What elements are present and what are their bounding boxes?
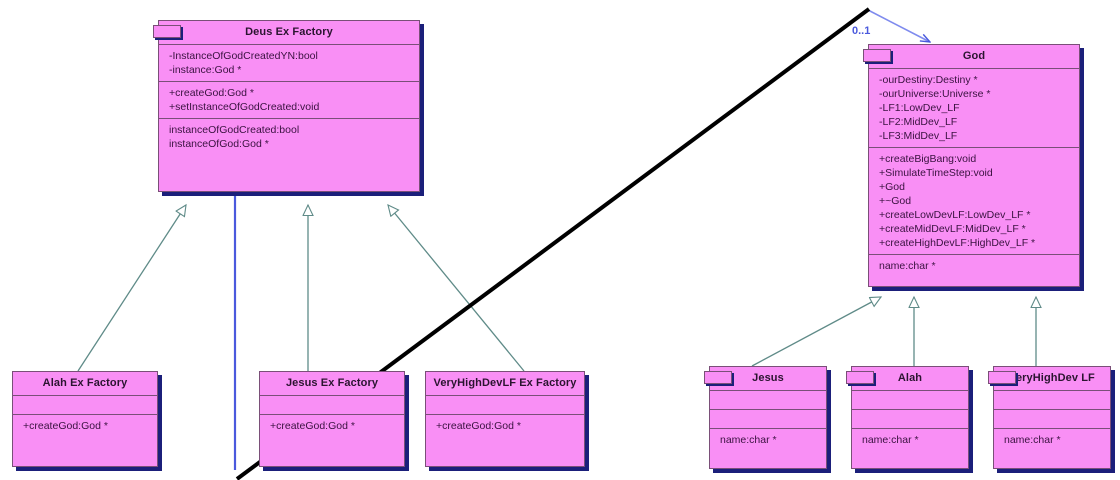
class-box-alah[interactable]: Alah name:char * bbox=[846, 366, 969, 469]
class-title-alah: Alah bbox=[852, 367, 968, 391]
member-item: -LF1:LowDev_LF bbox=[879, 102, 960, 114]
member-item: -LF2:MidDev_LF bbox=[879, 116, 958, 128]
attributes-compartment bbox=[994, 391, 1110, 410]
member-item: +createGod:God * bbox=[270, 420, 355, 432]
extra-compartment: name:char * bbox=[994, 429, 1110, 451]
attributes-compartment bbox=[426, 396, 584, 415]
member-item: +createLowDevLF:LowDev_LF * bbox=[879, 209, 1031, 221]
member-item: -ourDestiny:Destiny * bbox=[879, 74, 978, 86]
class-tab-icon bbox=[863, 49, 891, 62]
class-tab-icon bbox=[988, 371, 1016, 384]
operations-compartment: +createBigBang:void +SimulateTimeStep:vo… bbox=[869, 148, 1079, 255]
class-box-veryhighdevlf-ex-factory[interactable]: VeryHighDevLF Ex Factory +createGod:God … bbox=[425, 371, 585, 467]
edge-veryhighdevlf-factory-to-deus bbox=[388, 205, 525, 372]
class-title-veryhighdev-lf: VeryHighDev LF bbox=[994, 367, 1110, 391]
member-item: +setInstanceOfGodCreated:void bbox=[169, 101, 320, 113]
member-item: +createHighDevLF:HighDev_LF * bbox=[879, 237, 1036, 249]
operations-compartment: +createGod:God * +setInstanceOfGodCreate… bbox=[159, 82, 419, 119]
attributes-compartment bbox=[13, 396, 157, 415]
edge-jesus-to-god bbox=[751, 297, 881, 367]
member-item: name:char * bbox=[862, 434, 919, 446]
member-item: -LF3:MidDev_LF bbox=[879, 130, 958, 142]
operations-compartment bbox=[710, 410, 826, 429]
extra-compartment: instanceOfGodCreated:bool instanceOfGod:… bbox=[159, 119, 419, 155]
member-item: +createGod:God * bbox=[169, 87, 254, 99]
attributes-compartment: -InstanceOfGodCreatedYN:bool -instance:G… bbox=[159, 45, 419, 82]
extra-compartment: name:char * bbox=[710, 429, 826, 451]
operations-compartment bbox=[994, 410, 1110, 429]
member-item: +~God bbox=[879, 195, 912, 207]
edge-alah-factory-to-deus bbox=[77, 205, 186, 372]
operations-compartment: +createGod:God * bbox=[426, 415, 584, 437]
class-title-deus-ex-factory: Deus Ex Factory bbox=[159, 21, 419, 45]
generalization-edges-right bbox=[751, 297, 1036, 367]
class-title-veryhighdevlf-ex-factory: VeryHighDevLF Ex Factory bbox=[426, 372, 584, 396]
class-title-alah-ex-factory: Alah Ex Factory bbox=[13, 372, 157, 396]
member-item: -InstanceOfGodCreatedYN:bool bbox=[169, 50, 318, 62]
member-item: +createBigBang:void bbox=[879, 153, 977, 165]
class-box-veryhighdev-lf[interactable]: VeryHighDev LF name:char * bbox=[988, 366, 1111, 469]
operations-compartment: +createGod:God * bbox=[260, 415, 404, 437]
class-tab-icon bbox=[846, 371, 874, 384]
member-item: -instance:God * bbox=[169, 64, 242, 76]
class-tab-icon bbox=[704, 371, 732, 384]
generalization-edges-left bbox=[77, 205, 525, 372]
class-title-jesus-ex-factory: Jesus Ex Factory bbox=[260, 372, 404, 396]
class-box-jesus-ex-factory[interactable]: Jesus Ex Factory +createGod:God * bbox=[259, 371, 405, 467]
member-item: name:char * bbox=[879, 260, 936, 272]
class-box-god[interactable]: God -ourDestiny:Destiny * -ourUniverse:U… bbox=[863, 44, 1080, 287]
class-box-alah-ex-factory[interactable]: Alah Ex Factory +createGod:God * bbox=[12, 371, 158, 467]
member-item: instanceOfGod:God * bbox=[169, 138, 269, 150]
member-item: +God bbox=[879, 181, 905, 193]
class-tab-icon bbox=[153, 25, 181, 38]
class-box-jesus[interactable]: Jesus name:char * bbox=[704, 366, 827, 469]
attributes-compartment: -ourDestiny:Destiny * -ourUniverse:Unive… bbox=[869, 69, 1079, 148]
attributes-compartment bbox=[710, 391, 826, 410]
member-item: instanceOfGodCreated:bool bbox=[169, 124, 300, 136]
member-item: name:char * bbox=[1004, 434, 1061, 446]
member-item: -ourUniverse:Universe * bbox=[879, 88, 991, 100]
attributes-compartment bbox=[260, 396, 404, 415]
operations-compartment bbox=[852, 410, 968, 429]
extra-compartment: name:char * bbox=[869, 255, 1079, 277]
multiplicity-label-0-1: 0..1 bbox=[852, 25, 871, 37]
member-item: +createGod:God * bbox=[23, 420, 108, 432]
member-item: +SimulateTimeStep:void bbox=[879, 167, 993, 179]
class-box-deus-ex-factory[interactable]: Deus Ex Factory -InstanceOfGodCreatedYN:… bbox=[153, 20, 420, 192]
class-title-god: God bbox=[869, 45, 1079, 69]
member-item: +createGod:God * bbox=[436, 420, 521, 432]
operations-compartment: +createGod:God * bbox=[13, 415, 157, 437]
member-item: +createMidDevLF:MidDev_LF * bbox=[879, 223, 1026, 235]
attributes-compartment bbox=[852, 391, 968, 410]
member-item: name:char * bbox=[720, 434, 777, 446]
extra-compartment: name:char * bbox=[852, 429, 968, 451]
